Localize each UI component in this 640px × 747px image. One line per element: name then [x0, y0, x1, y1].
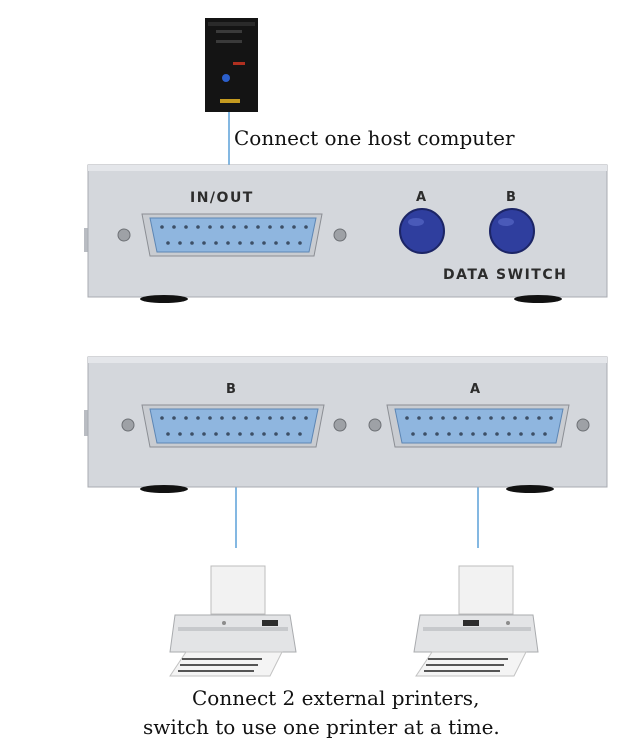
printers-caption-line2: switch to use one printer at a time. [143, 715, 500, 739]
printers-caption-line1: Connect 2 external printers, [192, 686, 480, 710]
port-b-label: B [226, 382, 238, 397]
button-b-label: B [506, 190, 518, 205]
button-a-label: A [416, 190, 428, 205]
port-a-label: A [470, 382, 482, 397]
in-out-port-label: IN/OUT [190, 190, 254, 206]
host-caption: Connect one host computer [234, 126, 515, 150]
data-switch-label: DATA SWITCH [443, 267, 568, 283]
